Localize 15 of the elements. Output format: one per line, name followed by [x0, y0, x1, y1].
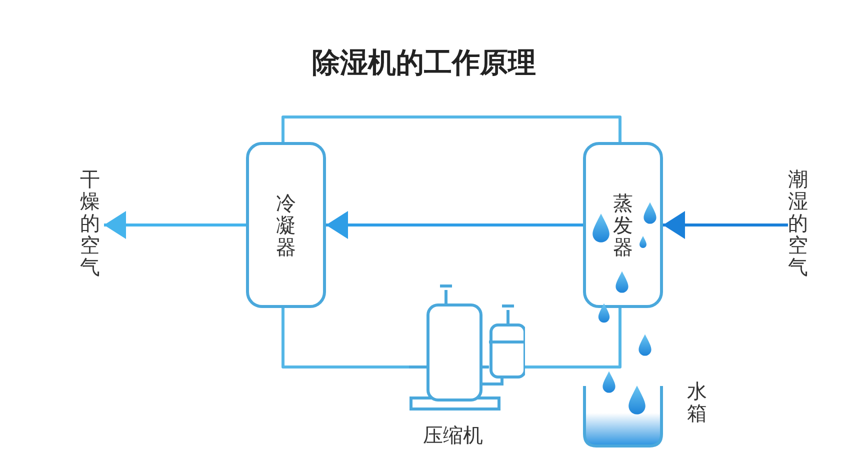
compressor-label: 压缩机 — [422, 422, 484, 449]
unit-label: 蒸发器 — [613, 192, 633, 258]
diagram-title: 除湿机的工作原理 — [311, 45, 537, 81]
unit-label: 冷凝器 — [276, 192, 296, 258]
refrigerant-pipe — [525, 308, 622, 368]
tank-label: 水箱 — [687, 380, 707, 424]
airflow-arrow — [326, 211, 583, 239]
heat-exchanger-box — [583, 142, 663, 308]
refrigerant-pipe — [282, 116, 622, 142]
airflow-arrow — [104, 211, 246, 239]
air-label: 干燥的空气 — [80, 168, 104, 280]
refrigerant-pipe — [282, 308, 409, 368]
airflow-arrow — [663, 211, 788, 239]
heat-exchanger-box — [246, 142, 326, 308]
air-label: 潮湿的空气 — [788, 168, 812, 280]
